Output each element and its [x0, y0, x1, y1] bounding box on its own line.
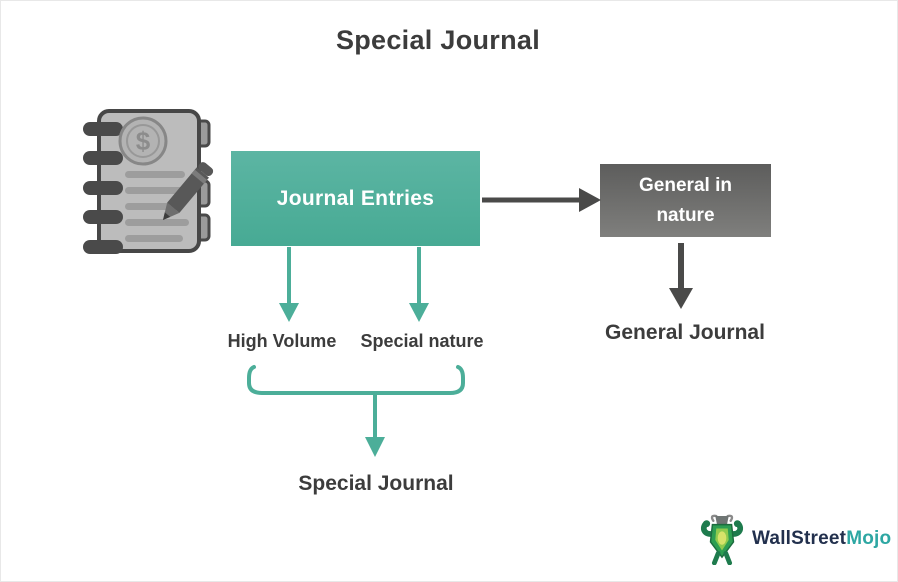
down-arrow-general	[669, 243, 693, 309]
special-nature-label: Special nature	[360, 331, 484, 351]
journal-entries-box: Journal Entries	[231, 151, 480, 246]
right-arrow	[482, 188, 601, 212]
high-volume-label: High Volume	[227, 331, 337, 351]
general-in-nature-box: General in nature	[600, 164, 771, 237]
down-arrow-high-volume	[279, 247, 299, 322]
spiral-binding	[83, 122, 123, 254]
special-journal-label: Special Journal	[298, 472, 454, 495]
down-arrow-special-nature	[409, 247, 429, 322]
general-journal-label: General Journal	[605, 321, 765, 344]
pencil-icon	[163, 162, 214, 220]
dollar-symbol: $	[136, 126, 151, 156]
general-in-nature-label: General in nature	[639, 175, 732, 226]
diagram-title: Special Journal	[335, 25, 541, 55]
journal-notebook-icon: $	[83, 109, 214, 254]
down-arrow-special-journal	[365, 393, 385, 457]
logo-wordmark: WallStreetMojo	[752, 528, 891, 550]
bull-mascot-icon	[700, 514, 744, 565]
grouping-bracket	[247, 365, 465, 395]
logo-text-mojo: Mojo	[846, 528, 892, 549]
logo-text-wallstreet: WallStreet	[752, 528, 847, 549]
journal-entries-label: Journal Entries	[276, 186, 435, 210]
dollar-coin-icon: $	[118, 116, 168, 166]
wallstreetmojo-logo: WallStreetMojo	[699, 511, 891, 567]
